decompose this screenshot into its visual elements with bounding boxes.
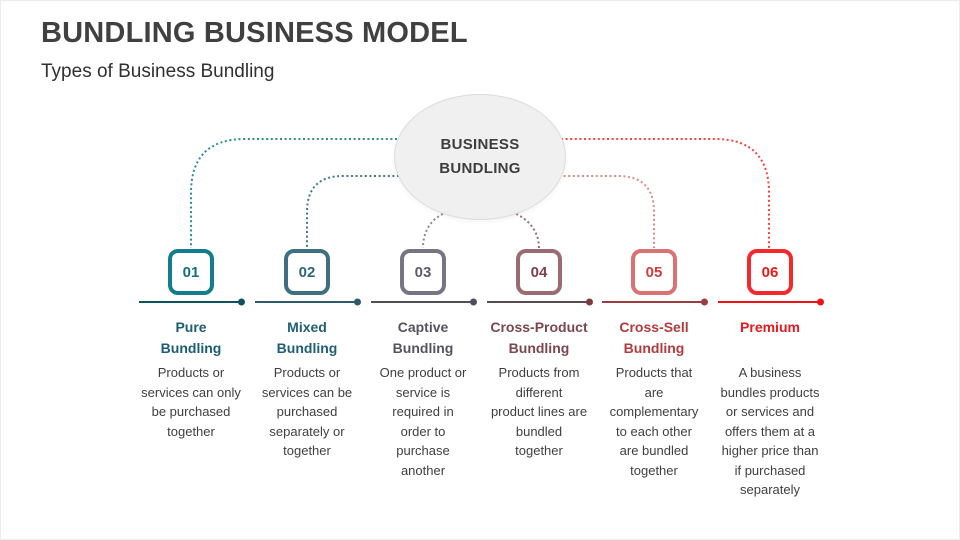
rule-line: [602, 300, 706, 304]
connector-05-curve: [559, 175, 655, 248]
rule-line: [718, 300, 822, 304]
type-title: Captive Bundling: [392, 319, 454, 356]
number-box: 06: [747, 249, 793, 295]
number-label: 05: [645, 263, 663, 281]
rule-end-dot: [238, 298, 245, 306]
number-box: 01: [168, 249, 214, 295]
connector-06-curve: [561, 138, 770, 248]
underline-rule: [255, 298, 361, 306]
underline-rule: [371, 298, 477, 306]
rule-line: [139, 300, 243, 304]
type-title: Mixed Bundling: [276, 319, 338, 356]
number-label: 01: [182, 263, 200, 281]
connector-01-curve: [190, 138, 397, 248]
connector-03-curve: [422, 211, 448, 249]
number-box: 05: [631, 249, 677, 295]
type-title: Cross-Product Bundling: [490, 319, 588, 356]
type-title: Premium: [740, 319, 800, 335]
rule-line: [255, 300, 359, 304]
rule-end-dot: [354, 298, 361, 306]
type-description: One product or service is required in or…: [379, 365, 467, 478]
connector-02-curve: [306, 175, 399, 248]
underline-rule: [139, 298, 245, 306]
number-box: 04: [516, 249, 562, 295]
type-title: Cross-Sell Bundling: [619, 319, 689, 356]
number-box: 02: [284, 249, 330, 295]
rule-end-dot: [701, 298, 708, 306]
page-subtitle: Types of Business Bundling: [41, 61, 275, 82]
number-box: 03: [400, 249, 446, 295]
type-description: Products or services can be purchased se…: [261, 365, 353, 458]
center-ellipse: BUSINESS BUNDLING: [394, 94, 566, 220]
rule-line: [371, 300, 475, 304]
number-label: 02: [298, 263, 316, 281]
rule-end-dot: [817, 298, 824, 306]
type-description: Products from different product lines ar…: [490, 365, 588, 458]
underline-rule: [718, 298, 824, 306]
bundling-type-column: 02 Mixed Bundling Products or services c…: [249, 249, 365, 461]
rule-end-dot: [470, 298, 477, 306]
rule-line: [487, 300, 591, 304]
number-label: 06: [761, 263, 779, 281]
center-ellipse-label: BUSINESS BUNDLING: [439, 136, 521, 177]
bundling-type-column: 05 Cross-Sell Bundling Products that are…: [596, 249, 712, 480]
type-title: Pure Bundling: [160, 319, 222, 356]
connector-04-curve: [511, 211, 540, 249]
type-description: Products that are complementary to each …: [609, 365, 699, 478]
bundling-type-column: 03 Captive Bundling One product or servi…: [365, 249, 481, 480]
page-title: BUNDLING BUSINESS MODEL: [41, 17, 468, 49]
bundling-type-column: 06 Premium A business bundles products o…: [712, 249, 828, 500]
bundling-type-column: 01 Pure Bundling Products or services ca…: [133, 249, 249, 441]
type-description: A business bundles products or services …: [720, 365, 820, 497]
underline-rule: [602, 298, 708, 306]
type-description: Products or services can only be purchas…: [141, 365, 241, 439]
bundling-type-column: 04 Cross-Product Bundling Products from …: [481, 249, 597, 461]
rule-end-dot: [586, 298, 593, 306]
number-label: 03: [414, 263, 432, 281]
underline-rule: [487, 298, 593, 306]
number-label: 04: [530, 263, 548, 281]
